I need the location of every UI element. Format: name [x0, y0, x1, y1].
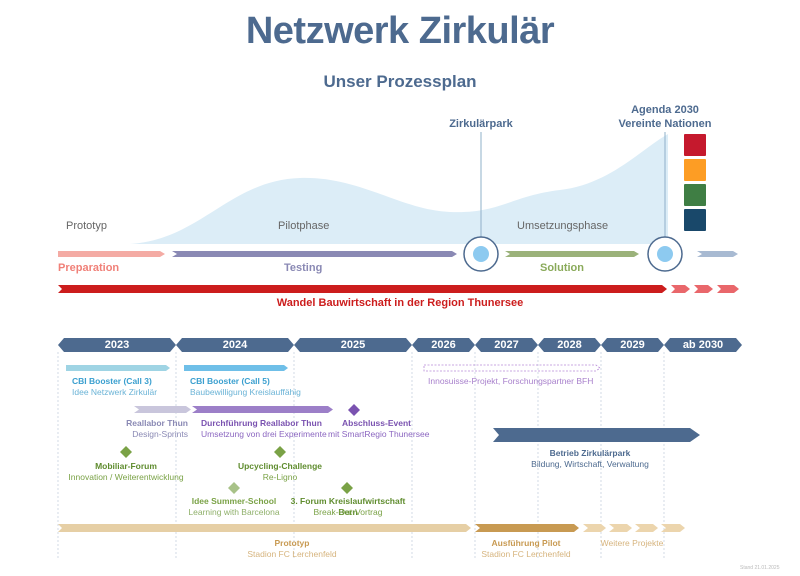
mobiliar-diamond	[120, 446, 132, 458]
cbi5-bar	[184, 365, 288, 371]
upcycling-diamond	[274, 446, 286, 458]
page-title: Netzwerk Zirkulär	[245, 10, 555, 52]
mobiliar-title: Mobiliar-Forum	[95, 461, 157, 471]
milestone-label-agenda-2: Vereinte Nationen	[618, 118, 712, 130]
year-label: 2025	[340, 339, 366, 351]
milestone-label-agenda-1: Agenda 2030	[631, 104, 699, 116]
upcycling-sub: Re-Ligno	[262, 472, 298, 482]
solution-arrow	[505, 251, 639, 257]
sdg-11-icon	[684, 134, 706, 156]
year-2030	[664, 338, 742, 352]
reallabor-sub: Design-Sprints	[132, 429, 188, 439]
future-arrow	[697, 251, 738, 257]
prototyp-sub: Stadion FC Lerchenfeld	[247, 549, 337, 559]
prototyp-title: Prototyp	[274, 538, 310, 548]
innosuisse-bar	[423, 364, 601, 372]
upcycling-title: Upcycling-Challenge	[237, 461, 323, 471]
year-2028	[538, 338, 601, 352]
pilot-bar	[475, 524, 579, 532]
mobiliar-sub: Innovation / Weiterentwicklung	[68, 472, 184, 482]
weitere-sub: Weitere Projekte	[600, 538, 664, 548]
footnote: Stand 21.01.2025	[740, 565, 780, 571]
cbi3-sub: Idee Netzwerk Zirkulär	[72, 387, 158, 397]
reallabor-bar	[134, 406, 191, 413]
phase-prototyp: Prototyp	[66, 220, 107, 232]
stage-preparation: Preparation	[58, 262, 120, 274]
year-label: 2024	[222, 339, 248, 351]
year-2025	[294, 338, 412, 352]
betrieb-sub: Bildung, Wirtschaft, Verwaltung	[531, 459, 649, 469]
wandel-label: Wandel Bauwirtschaft in der Region Thune…	[276, 297, 524, 309]
preparation-arrow	[58, 251, 165, 257]
year-2027	[475, 338, 538, 352]
sdg-17-icon	[684, 209, 706, 231]
abschluss-diamond	[348, 404, 360, 416]
stage-solution: Solution	[540, 262, 584, 274]
cbi5-title: CBI Booster (Call 5)	[190, 376, 270, 386]
summer-diamond	[228, 482, 240, 494]
betrieb-title: Betrieb Zirkulärpark	[549, 448, 631, 458]
sdg-13-icon	[684, 184, 706, 206]
phase-pilot: Pilotphase	[278, 220, 330, 232]
year-2024	[176, 338, 294, 352]
abschluss-sub: mit SmartRegio Thunersee	[328, 429, 430, 439]
year-2029	[601, 338, 664, 352]
year-label: 2027	[494, 339, 519, 351]
durchfuehrung-title: Durchführung Reallabor Thun	[201, 418, 322, 428]
innosuisse-sub: Innosuisse-Projekt, Forschungspartner BF…	[428, 376, 594, 386]
summer-sub: Learning with Barcelona	[188, 507, 280, 517]
sdg-12-icon	[684, 159, 706, 181]
phase-umsetzung: Umsetzungsphase	[517, 220, 609, 232]
year-label: 2023	[104, 339, 130, 351]
year-label: ab 2030	[682, 339, 724, 351]
cbi5-sub: Baubewilligung Kreislauffähig	[190, 387, 301, 397]
year-label: 2026	[431, 339, 456, 351]
prototyp-bar	[58, 524, 471, 532]
year-label: 2029	[620, 339, 645, 351]
reallabor-title: Reallabor Thun	[126, 418, 188, 428]
page-subtitle: Unser Prozessplan	[323, 72, 477, 91]
pilot-title: Ausführung Pilot	[491, 538, 561, 548]
stage-testing: Testing	[284, 262, 323, 274]
year-2026	[412, 338, 475, 352]
forum-title: 3. Forum Kreislaufwirtschaft Bern	[290, 496, 406, 517]
forum-sub: Break-Out-Vortrag	[313, 507, 383, 517]
year-2023	[58, 338, 176, 352]
abschluss-title: Abschluss-Event	[342, 418, 411, 428]
sdg-icons	[684, 134, 706, 231]
summer-title: Idee Summer-School	[191, 496, 277, 506]
cbi3-title: CBI Booster (Call 3)	[72, 376, 152, 386]
testing-arrow	[172, 251, 457, 257]
pilot-sub: Stadion FC Lerchenfeld	[481, 549, 571, 559]
betrieb-bar	[493, 428, 700, 442]
wandel-arrow	[58, 285, 667, 293]
forum-diamond	[341, 482, 353, 494]
growth-area	[130, 134, 668, 244]
durchfuehrung-sub: Umsetzung von drei Experimente	[201, 429, 327, 439]
year-label: 2028	[557, 339, 582, 351]
milestone-label-park: Zirkulärpark	[449, 118, 513, 130]
durchfuehrung-bar	[192, 406, 333, 413]
cbi3-bar	[66, 365, 170, 371]
